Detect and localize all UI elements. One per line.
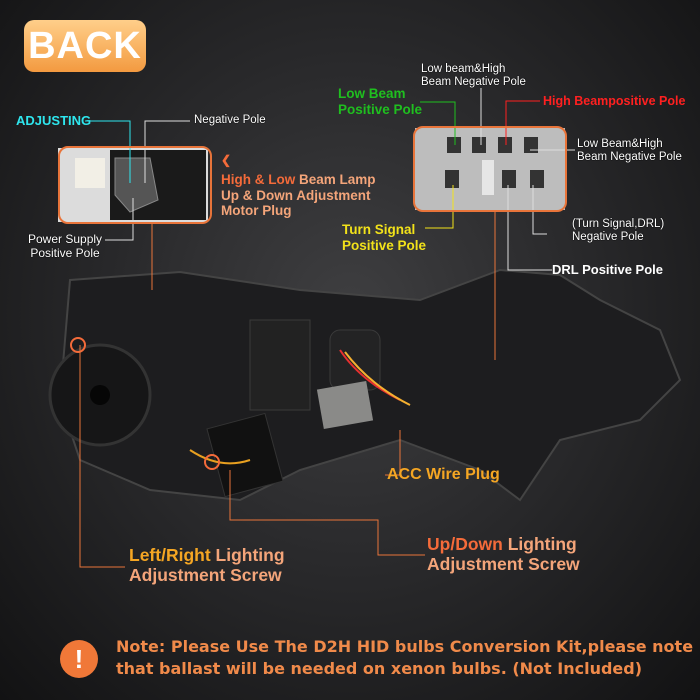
warning-icon: ! (60, 640, 98, 678)
low-high-negative-top-label: Low beam&High Beam Negative Pole (421, 63, 526, 89)
motor-plug-line3: Motor Plug (221, 203, 292, 219)
low-beam-line2: Positive Pole (338, 101, 423, 117)
main-connector-inset (413, 126, 567, 212)
chevron-left-icon: ❮ (221, 153, 232, 167)
turn-signal-line1: Turn Signal (342, 222, 416, 237)
adjusting-label: ADJUSTING (16, 113, 92, 128)
low-beam-positive-label: Low Beam Positive Pole (338, 86, 422, 117)
negative-pole-label: Negative Pole (194, 114, 266, 126)
drl-positive-label: DRL Positive Pole (552, 262, 664, 277)
ballast-box (249, 319, 311, 411)
up-down-screw-label: Up/Down Lighting Adjustment Screw (427, 534, 580, 574)
lr-part1: Left/Right (129, 545, 211, 565)
turn-drl-line2: Negative Pole (572, 231, 644, 244)
motor-plug-inset (58, 146, 212, 224)
ud-part1: Up/Down (427, 534, 503, 554)
low-high-negative-right-label: Low Beam&High Beam Negative Pole (577, 138, 682, 164)
low-high-top-line1: Low beam&High (421, 63, 506, 75)
motor-plug-part1: High & Low (221, 172, 296, 187)
lr-part2: Lighting (215, 545, 285, 565)
lr-line2: Adjustment Screw (129, 565, 282, 586)
turn-signal-positive-label: Turn Signal Positive Pole (342, 222, 426, 253)
low-beam-line1: Low Beam (338, 86, 406, 101)
motor-plug-part2: Beam Lamp (299, 172, 376, 187)
low-high-right-line2: Beam Negative Pole (577, 151, 682, 164)
note-line1: Note: Please Use The D2H HID bulbs Conve… (116, 637, 694, 656)
turn-drl-negative-label: (Turn Signal,DRL) Negative Pole (572, 218, 664, 244)
power-supply-line2: Positive Pole (30, 245, 100, 260)
power-supply-line1: Power Supply (28, 232, 103, 246)
ud-part2: Lighting (507, 534, 577, 554)
motor-plug-label: High & Low Beam Lamp Up & Down Adjustmen… (221, 172, 376, 219)
turn-signal-line2: Positive Pole (342, 237, 427, 253)
low-high-right-line1: Low Beam&High (577, 138, 663, 150)
turn-drl-line1: (Turn Signal,DRL) (572, 218, 665, 230)
note-text: Note: Please Use The D2H HID bulbs Conve… (116, 636, 700, 681)
high-beam-positive-label: High Beampositive Pole (543, 94, 686, 108)
power-supply-label: Power Supply Positive Pole (28, 232, 103, 261)
motor-plug-line2: Up & Down Adjustment (221, 187, 371, 203)
acc-wire-plug-label: ACC Wire Plug (387, 466, 500, 483)
left-right-screw-label: Left/Right Lighting Adjustment Screw (129, 545, 285, 585)
note-line2: that ballast will be needed on xenon bul… (116, 659, 643, 679)
ud-line2: Adjustment Screw (427, 554, 580, 575)
acc-plug (316, 380, 374, 430)
low-high-top-line2: Beam Negative Pole (421, 76, 526, 89)
back-badge: BACK (24, 20, 146, 72)
